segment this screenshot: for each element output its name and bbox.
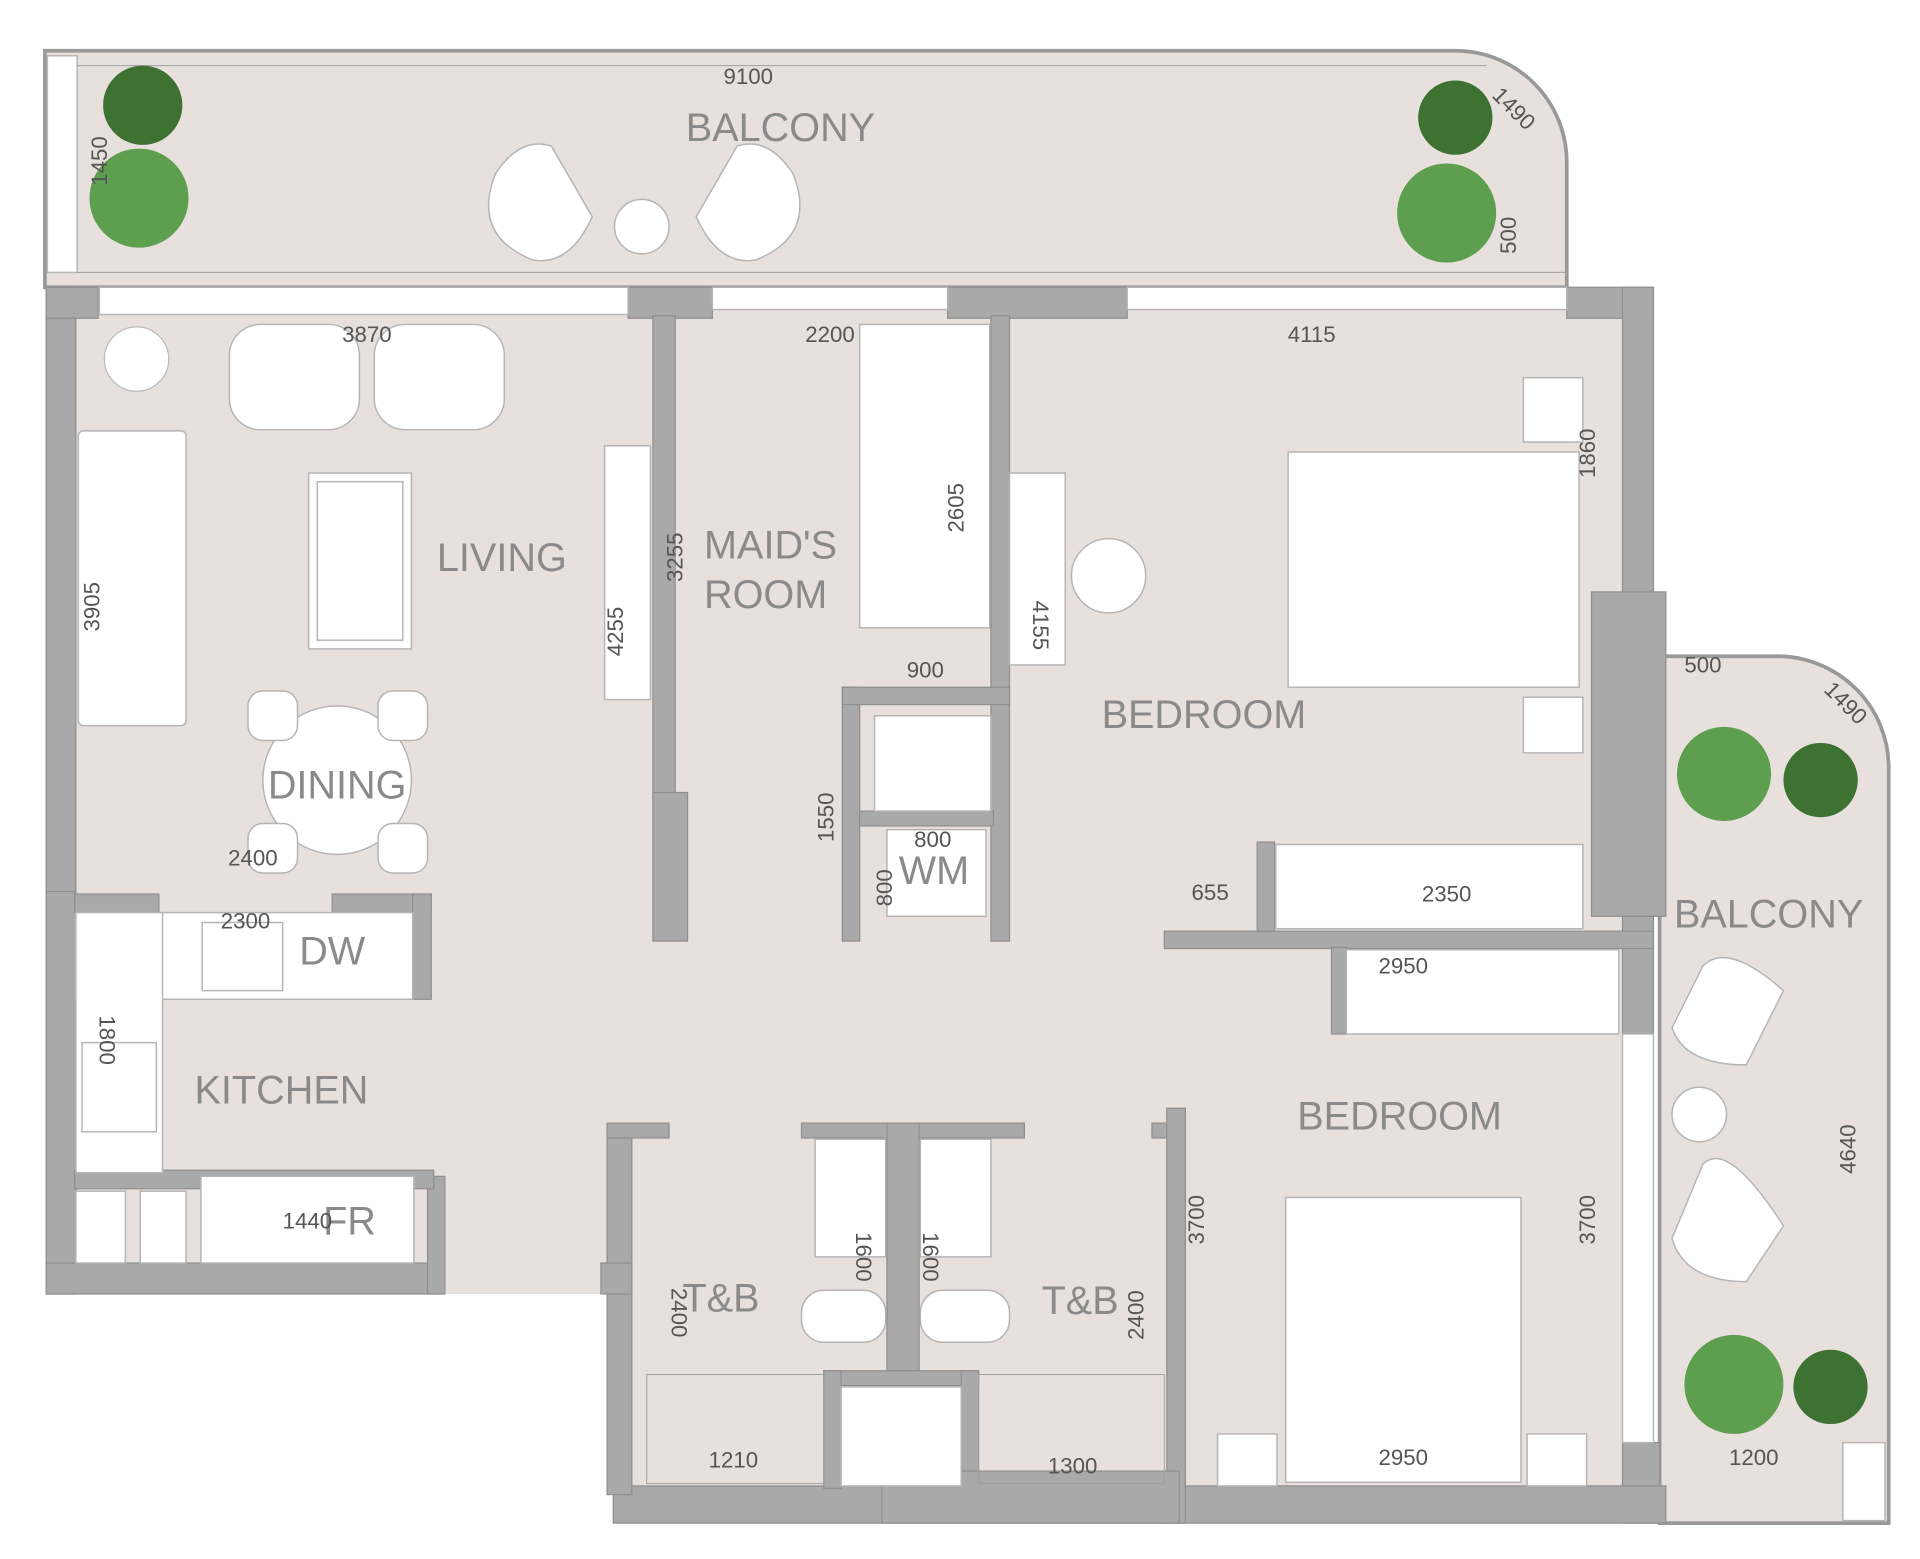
- desk-chair: [1070, 537, 1147, 614]
- dim: 1550: [814, 792, 839, 842]
- bedroom1-bed: [1287, 451, 1580, 688]
- label-bath-2: T&B: [1042, 1279, 1119, 1323]
- label-bedroom-1: BEDROOM: [1102, 693, 1307, 737]
- nightstand: [1522, 376, 1584, 443]
- nightstand: [1522, 696, 1584, 754]
- dim: 3700: [1575, 1195, 1600, 1245]
- dim: 500: [1496, 217, 1521, 254]
- dim: 800: [872, 869, 897, 906]
- dim: 1600: [851, 1232, 876, 1282]
- label-dining: DINING: [268, 764, 407, 808]
- dim: 3700: [1184, 1195, 1209, 1245]
- dim: 1200: [1729, 1445, 1779, 1470]
- label-balcony-right: BALCONY: [1674, 892, 1863, 936]
- dim: 4255: [603, 607, 628, 657]
- dim: 2200: [805, 322, 855, 347]
- label-maids-room: MAID'S: [704, 523, 837, 567]
- label-wm: WM: [899, 849, 969, 893]
- dim: 4640: [1835, 1124, 1860, 1174]
- dim: 1440: [283, 1208, 333, 1233]
- dim: 1210: [709, 1447, 759, 1472]
- kitchen-counters: [75, 911, 415, 1264]
- wardrobe-1: [1275, 843, 1584, 930]
- dim: 9100: [723, 64, 773, 89]
- label-maids-room-2: ROOM: [704, 573, 827, 617]
- dim: 500: [1684, 652, 1721, 677]
- label-bath-1: T&B: [682, 1276, 759, 1320]
- nightstand: [1216, 1433, 1278, 1487]
- wm-unit: [886, 828, 987, 918]
- dim: 4155: [1028, 601, 1053, 651]
- bathroom-fixtures: [646, 1138, 1165, 1487]
- shower-wm-area: [873, 714, 992, 812]
- label-bedroom-2: BEDROOM: [1297, 1094, 1502, 1138]
- dim: 800: [914, 827, 951, 852]
- bedroom2-bed: [1284, 1196, 1522, 1483]
- dim: 2300: [221, 909, 271, 934]
- label-living: LIVING: [437, 536, 567, 580]
- dim: 2350: [1422, 881, 1472, 906]
- dim: 2950: [1379, 1445, 1429, 1470]
- dim: 3905: [79, 582, 104, 632]
- dim: 1600: [918, 1232, 943, 1282]
- windows: [98, 286, 1655, 1444]
- living-furniture: [77, 323, 652, 874]
- label-dw: DW: [299, 930, 366, 974]
- balcony-railing-left: [46, 54, 78, 274]
- dim: 1300: [1048, 1454, 1098, 1479]
- balcony-top-area: [43, 48, 1569, 290]
- balcony-right-area: [1657, 654, 1891, 1525]
- dim: 3870: [342, 322, 392, 347]
- dim: 1450: [87, 136, 112, 186]
- label-fr: FR: [323, 1200, 376, 1244]
- maid-bed: [858, 323, 991, 629]
- dim: 2605: [944, 483, 969, 533]
- desk: [1008, 472, 1066, 666]
- dim: 2400: [228, 846, 278, 871]
- dim: 655: [1192, 880, 1229, 905]
- dim: 2400: [1123, 1290, 1148, 1340]
- balcony-seating: [487, 143, 1785, 1283]
- dim: 4115: [1288, 322, 1336, 347]
- dim: 900: [907, 657, 944, 682]
- nightstand: [1526, 1433, 1588, 1487]
- plant-icons: [89, 65, 1868, 1434]
- wardrobe-2: [1345, 949, 1620, 1035]
- label-balcony-top: BALCONY: [686, 106, 875, 150]
- label-kitchen: KITCHEN: [194, 1068, 368, 1112]
- dim: 1860: [1575, 428, 1600, 478]
- room-labels: BALCONY LIVING MAID'S ROOM DINING KITCHE…: [194, 106, 1863, 1323]
- dim: 2400: [666, 1288, 691, 1338]
- dim: 2950: [1379, 953, 1429, 978]
- dim: 3255: [663, 532, 688, 582]
- dim: 1800: [94, 1015, 119, 1065]
